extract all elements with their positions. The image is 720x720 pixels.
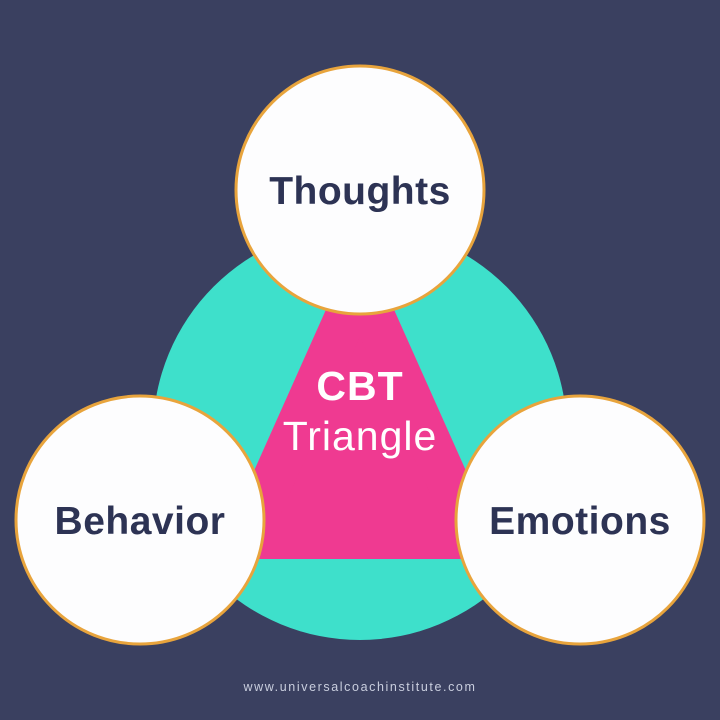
node-circle-behavior: [14, 394, 266, 646]
node-label-thoughts: Thoughts: [269, 170, 451, 213]
footer-url: www.universalcoachinstitute.com: [242, 680, 476, 694]
center-title-line2: Triangle: [283, 413, 438, 459]
node-circle-emotions: [454, 394, 706, 646]
node-label-emotions: Emotions: [489, 500, 671, 543]
center-title-line1: CBT: [316, 363, 403, 409]
node-circle-thoughts: [234, 64, 486, 316]
node-label-behavior: Behavior: [55, 500, 226, 543]
triangle-shape: [226, 264, 494, 559]
